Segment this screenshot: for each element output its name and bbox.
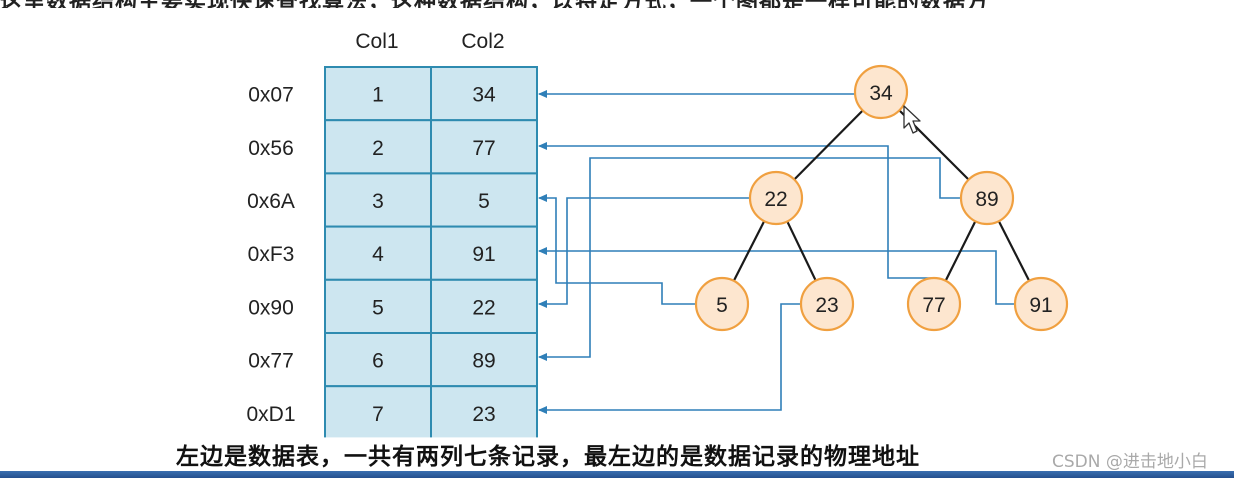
- tree-node-circle: [853, 64, 909, 120]
- caption-text: 左边是数据表，一共有两列七条记录，最左边的是数据记录的物理地址: [176, 443, 920, 470]
- tree-node-label: 91: [1029, 294, 1052, 317]
- tree-nodes: 34 22 89 5 23 77 91: [694, 64, 1069, 332]
- tree-edge: [997, 220, 1031, 282]
- mouse-cursor-icon: [903, 105, 921, 134]
- cell-col2-value: 5: [478, 190, 490, 213]
- pointer-line-89: [538, 157, 961, 361]
- table-row: 0xF3 4 91: [248, 225, 538, 281]
- table-cell-col1: [324, 332, 432, 388]
- tree-node-circle: [1013, 276, 1069, 332]
- cell-col1-value: 1: [372, 84, 384, 107]
- table-row: 0x90 5 22: [248, 278, 538, 334]
- tree-node-label: 89: [975, 188, 998, 211]
- pointer-line-5: [538, 194, 696, 305]
- cell-col1-value: 3: [372, 190, 384, 213]
- tree-edge: [793, 109, 864, 181]
- tree-node-5: 5: [694, 276, 750, 332]
- row-address-label: 0x07: [248, 84, 294, 107]
- pointer-line-23: [538, 303, 801, 414]
- tree-node-23: 23: [799, 276, 855, 332]
- tree-node-label: 34: [869, 82, 893, 105]
- table-cell-col1: [324, 385, 432, 441]
- tree-edge: [732, 220, 766, 282]
- tree-node-circle: [799, 276, 855, 332]
- table-row: 0x77 6 89: [248, 332, 538, 388]
- tree-node-77: 77: [906, 276, 962, 332]
- row-address-label: 0x6A: [247, 190, 295, 213]
- table-row: 0x07 1 34: [248, 66, 538, 122]
- tree-node-label: 22: [764, 188, 787, 211]
- tree-edge: [944, 220, 977, 282]
- table-cell-col1: [324, 278, 432, 334]
- cell-col1-value: 4: [372, 243, 384, 266]
- tree-node-label: 77: [922, 294, 945, 317]
- tree-node-circle: [959, 170, 1015, 226]
- table-cell-col2: [430, 278, 538, 334]
- tree-node-label: 23: [815, 294, 838, 317]
- cell-col2-value: 22: [472, 296, 495, 319]
- tree-node-91: 91: [1013, 276, 1069, 332]
- cell-col2-value: 91: [472, 243, 495, 266]
- cropped-heading-text: 这里数据结构主要实现快速查找算法，这种数据结构，以特定方式，一个图都是一样可能的…: [0, 0, 1234, 8]
- row-address-label: 0x77: [248, 350, 294, 373]
- pointer-line-91: [538, 247, 1015, 305]
- tree-node-34: 34: [853, 64, 909, 120]
- tree-edge: [786, 220, 817, 282]
- tree-node-circle: [748, 170, 804, 226]
- table-row: 0x56 2 77: [248, 119, 538, 175]
- row-address-label: 0xF3: [248, 243, 295, 266]
- window-bottom-bar: [0, 471, 1234, 478]
- tree-node-circle: [694, 276, 750, 332]
- tree-node-89: 89: [959, 170, 1015, 226]
- column-header-col2: Col2: [461, 30, 504, 53]
- pointer-lines: [538, 90, 1015, 414]
- column-header-col1: Col1: [355, 30, 398, 53]
- cell-col2-value: 34: [472, 84, 496, 107]
- cell-col2-value: 23: [472, 403, 495, 426]
- row-address-label: 0xD1: [246, 403, 295, 426]
- data-table: 0x07 1 34 0x56 2 77 0x6A 3 5 0xF3 4 91 0x90 5 22 0x77 6 8…: [246, 66, 538, 458]
- row-address-label: 0x56: [248, 137, 294, 160]
- cell-col2-value: 77: [472, 137, 495, 160]
- tree-node-circle: [906, 276, 962, 332]
- pointer-line-77: [538, 142, 934, 279]
- table-cell-col2: [430, 66, 538, 122]
- tree-node-22: 22: [748, 170, 804, 226]
- tree-node-label: 5: [716, 294, 728, 317]
- table-row: 0x6A 3 5: [247, 172, 538, 228]
- cell-col2-value: 89: [472, 350, 495, 373]
- cell-col1-value: 7: [372, 403, 384, 426]
- watermark-text: CSDN @进击地小白: [1052, 452, 1208, 472]
- cell-col1-value: 6: [372, 350, 384, 373]
- table-crop-mask: [324, 437, 538, 458]
- row-address-label: 0x90: [248, 296, 294, 319]
- cell-col1-value: 5: [372, 296, 384, 319]
- cell-col1-value: 2: [372, 137, 384, 160]
- table-cell-col2: [430, 385, 538, 441]
- table-row: 0xD1 7 23: [246, 385, 538, 441]
